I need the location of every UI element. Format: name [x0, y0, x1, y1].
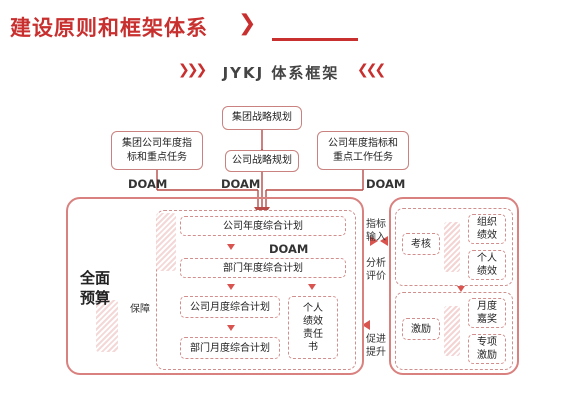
- arrow-down-icon: [308, 284, 316, 290]
- chevrons-left-icon: ❮❮❮: [357, 62, 386, 78]
- page-title: 建设原则和框架体系: [10, 16, 208, 40]
- doam-label-left: DOAM: [128, 177, 168, 191]
- analysis-eval-label: 分析 评价: [364, 257, 388, 283]
- group-annual-box: 集团公司年度指 标和重点任务: [111, 131, 203, 170]
- personal-line3: 责任: [303, 328, 323, 340]
- org-perf-box: 组织 绩效: [468, 214, 506, 244]
- performance-panel: [389, 197, 519, 375]
- personal-perf-line1: 个人: [477, 253, 497, 264]
- promote-line2: 提升: [366, 347, 386, 358]
- org-perf-line1: 组织: [477, 217, 497, 228]
- dept-monthly-plan-label: 部门月度综合计划: [190, 342, 270, 354]
- org-perf-line2: 绩效: [477, 230, 497, 241]
- assessment-label: 考核: [411, 238, 431, 250]
- promote-label: 促进 提升: [364, 333, 388, 359]
- group-strategy-box: 集团战略规划: [222, 106, 302, 130]
- company-strategy-label: 公司战略规划: [232, 155, 292, 166]
- arrow-down-icon: [227, 325, 235, 331]
- support-label: 保障: [130, 304, 150, 315]
- company-annual-plan-box: 公司年度综合计划: [180, 216, 346, 236]
- arrow-down-icon: [227, 244, 235, 250]
- group-annual-line2: 标和重点任务: [127, 151, 187, 163]
- personal-line1: 个人: [303, 302, 323, 314]
- chevron-right-icon: ❯: [238, 11, 257, 36]
- decorative-j-shape-right: [444, 306, 460, 356]
- incentive-box: 激励: [402, 318, 440, 340]
- personal-line4: 书: [308, 341, 318, 353]
- indicator-input-label: 指标 输入: [364, 218, 388, 244]
- decorative-j-shape-right: [444, 222, 460, 272]
- incentive-label: 激励: [411, 323, 431, 335]
- assessment-box: 考核: [402, 233, 440, 255]
- analysis-eval-line1: 分析: [366, 258, 386, 269]
- planning-panel: [66, 197, 364, 375]
- monthly-bonus-line1: 月度: [477, 301, 497, 312]
- title-underline: [272, 38, 358, 41]
- personal-perf-box: 个人 绩效: [468, 250, 506, 280]
- full-budget-line1: 全面: [80, 269, 111, 287]
- full-budget-line2: 预算: [80, 289, 111, 307]
- dept-annual-plan-label: 部门年度综合计划: [223, 262, 303, 274]
- analysis-eval-line2: 评价: [366, 271, 386, 282]
- special-incentive-line1: 专项: [477, 337, 497, 348]
- group-strategy-label: 集团战略规划: [232, 112, 292, 123]
- company-annual-box: 公司年度指标和 重点工作任务: [317, 131, 409, 170]
- indicator-input-line1: 指标: [366, 219, 386, 230]
- dept-monthly-plan-box: 部门月度综合计划: [180, 337, 280, 359]
- company-monthly-plan-box: 公司月度综合计划: [180, 296, 280, 318]
- doam-label-inner: DOAM: [269, 242, 309, 256]
- company-monthly-plan-label: 公司月度综合计划: [190, 301, 270, 313]
- full-budget-label: 全面 预算: [80, 268, 110, 308]
- company-annual-line1: 公司年度指标和: [328, 137, 398, 149]
- special-incentive-line2: 激励: [477, 350, 497, 361]
- personal-perf-line2: 绩效: [477, 266, 497, 277]
- decorative-y-shape: [96, 300, 118, 352]
- monthly-bonus-box: 月度 嘉奖: [468, 298, 506, 328]
- chevrons-right-icon: ❯❯❯: [178, 62, 207, 78]
- decorative-j-shape: [156, 213, 176, 271]
- promote-line1: 促进: [366, 334, 386, 345]
- arrow-down-icon: [227, 284, 235, 290]
- doam-label-center: DOAM: [221, 177, 261, 191]
- dept-annual-plan-box: 部门年度综合计划: [180, 258, 346, 278]
- special-incentive-box: 专项 激励: [468, 334, 506, 364]
- personal-line2: 绩效: [303, 315, 323, 327]
- doam-label-right: DOAM: [366, 177, 406, 191]
- monthly-bonus-line2: 嘉奖: [477, 314, 497, 325]
- company-annual-plan-label: 公司年度综合计划: [223, 220, 303, 232]
- personal-responsibility-box: 个人 绩效 责任 书: [288, 296, 338, 359]
- company-annual-line2: 重点工作任务: [333, 151, 393, 163]
- group-annual-line1: 集团公司年度指: [122, 137, 192, 149]
- arrow-down-icon: [457, 286, 465, 292]
- company-strategy-box: 公司战略规划: [225, 150, 299, 172]
- indicator-input-line2: 输入: [366, 232, 386, 243]
- diagram-title: JYKJ 体系框架: [222, 64, 340, 82]
